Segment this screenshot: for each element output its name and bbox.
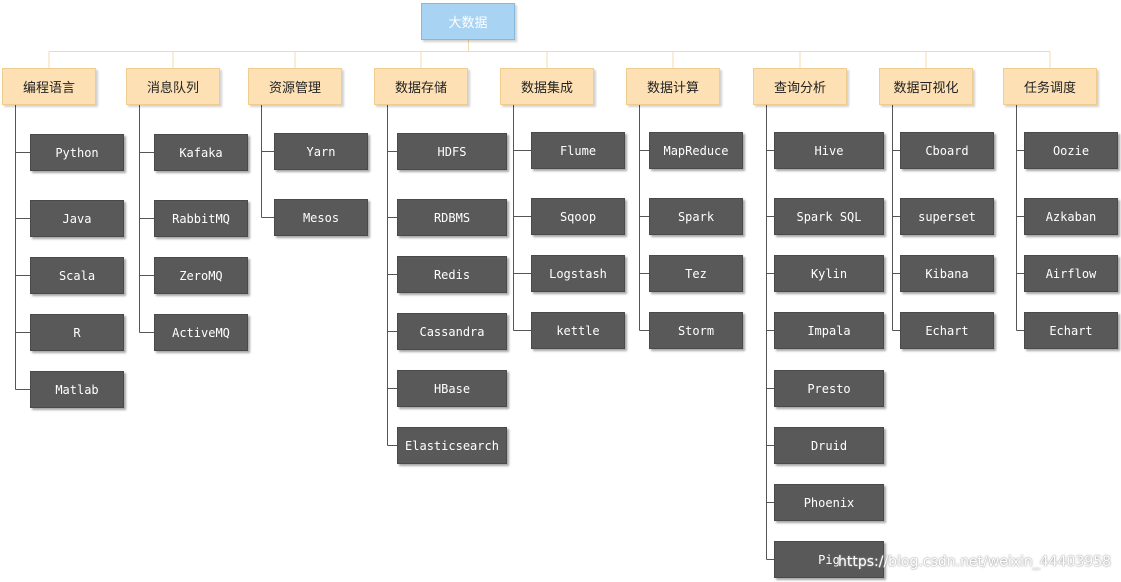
leaf-node: Logstash <box>531 255 625 292</box>
leaf-node: Echart <box>900 312 994 349</box>
leaf-node: Airflow <box>1024 255 1118 292</box>
category-node: 数据存储 <box>374 68 468 105</box>
root-node: 大数据 <box>421 3 515 40</box>
leaf-node: Druid <box>774 427 884 464</box>
leaf-node: Spark <box>649 198 743 235</box>
leaf-node: Pig <box>774 541 884 578</box>
category-node: 查询分析 <box>753 68 847 105</box>
category-node: 数据计算 <box>626 68 720 105</box>
leaf-node: Spark SQL <box>774 198 884 235</box>
leaf-node: Kafaka <box>154 134 248 171</box>
leaf-node: Impala <box>774 312 884 349</box>
leaf-node: Oozie <box>1024 132 1118 169</box>
leaf-node: Storm <box>649 312 743 349</box>
leaf-node: HDFS <box>397 133 507 170</box>
leaf-node: RDBMS <box>397 199 507 236</box>
leaf-node: Presto <box>774 370 884 407</box>
leaf-node: Yarn <box>274 133 368 170</box>
leaf-node: ActiveMQ <box>154 314 248 351</box>
leaf-node: Tez <box>649 255 743 292</box>
leaf-node: Cboard <box>900 132 994 169</box>
category-node: 任务调度 <box>1003 68 1097 105</box>
leaf-node: ZeroMQ <box>154 257 248 294</box>
leaf-node: R <box>30 314 124 351</box>
leaf-node: Mesos <box>274 199 368 236</box>
leaf-node: Cassandra <box>397 313 507 350</box>
leaf-node: Kibana <box>900 255 994 292</box>
category-node: 数据集成 <box>500 68 594 105</box>
leaf-node: kettle <box>531 312 625 349</box>
leaf-node: Elasticsearch <box>397 427 507 464</box>
category-node: 资源管理 <box>248 68 342 105</box>
leaf-node: Scala <box>30 257 124 294</box>
leaf-node: Matlab <box>30 371 124 408</box>
leaf-node: Phoenix <box>774 484 884 521</box>
leaf-node: Echart <box>1024 312 1118 349</box>
leaf-node: Redis <box>397 256 507 293</box>
category-node: 消息队列 <box>126 68 220 105</box>
category-node: 数据可视化 <box>879 68 973 105</box>
leaf-node: Kylin <box>774 255 884 292</box>
leaf-node: Flume <box>531 132 625 169</box>
leaf-node: superset <box>900 198 994 235</box>
category-node: 编程语言 <box>2 68 96 105</box>
leaf-node: MapReduce <box>649 132 743 169</box>
leaf-node: Azkaban <box>1024 198 1118 235</box>
leaf-node: Hive <box>774 132 884 169</box>
leaf-node: HBase <box>397 370 507 407</box>
leaf-node: RabbitMQ <box>154 200 248 237</box>
watermark: https://blog.csdn.net/weixin_44403958 <box>838 554 1112 570</box>
leaf-node: Java <box>30 200 124 237</box>
leaf-node: Python <box>30 134 124 171</box>
leaf-node: Sqoop <box>531 198 625 235</box>
